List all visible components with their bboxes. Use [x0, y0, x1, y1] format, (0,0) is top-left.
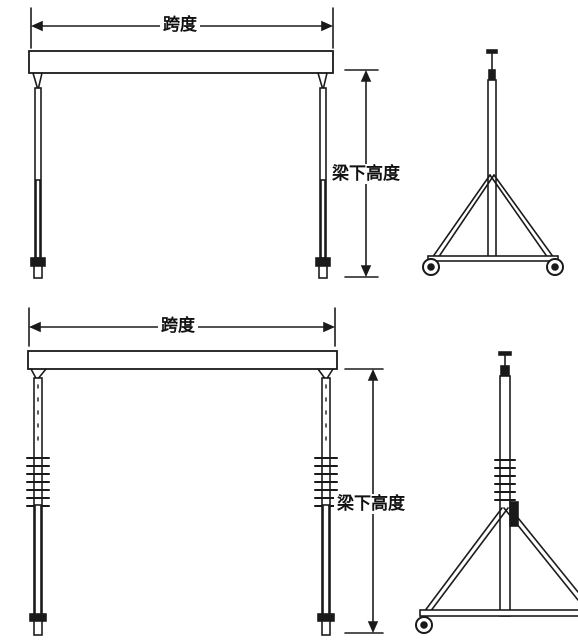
bottom-gantry-side-view	[415, 351, 578, 634]
top-height-label: 梁下高度	[329, 164, 403, 184]
bottom-beam	[27, 350, 338, 370]
top-gantry-side-view	[422, 49, 564, 276]
top-beam	[28, 50, 334, 74]
bottom-height-label: 梁下高度	[334, 494, 408, 514]
bottom-right-leg	[314, 368, 338, 636]
top-left-leg	[30, 72, 46, 279]
top-right-leg	[315, 72, 331, 279]
bottom-left-leg	[26, 368, 50, 636]
top-span-label: 跨度	[160, 15, 200, 35]
bottom-gantry-front-view	[26, 307, 384, 636]
top-gantry-front-view	[28, 7, 379, 279]
bottom-span-label: 跨度	[158, 316, 198, 336]
